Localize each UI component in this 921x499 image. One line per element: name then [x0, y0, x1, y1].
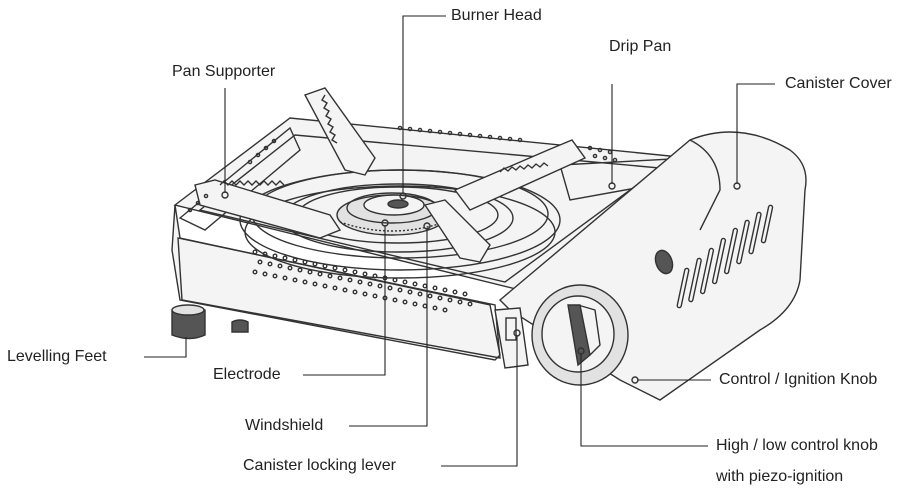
label-canister-cover: Canister Cover: [785, 75, 892, 92]
leader-dot-electrode: [381, 219, 389, 227]
label-canister-locking-lever: Canister locking lever: [243, 457, 396, 474]
stove-front-panel: [177, 237, 501, 359]
label-control-ignition-knob: Control / Ignition Knob: [719, 371, 878, 388]
label-high-low-knob-line2: with piezo-ignition: [716, 468, 844, 485]
leader-lines: [144, 15, 775, 467]
canister-cover-vents: [676, 204, 774, 309]
leader-levelling-feet: [144, 337, 187, 358]
top-vent-holes: [187, 125, 618, 213]
label-burner-head: Burner Head: [451, 7, 542, 24]
drip-pan-left-side: [178, 126, 301, 231]
label-windshield: Windshield: [245, 417, 324, 434]
leader-canister-cover: [736, 83, 775, 184]
leader-dot-pan-supporter: [221, 191, 229, 199]
canister-cover-window: [654, 249, 674, 275]
leader-dot-windshield: [423, 222, 431, 230]
leader-electrode: [303, 225, 386, 376]
leader-dot-high-low-knob: [577, 347, 585, 355]
label-levelling-feet: Levelling Feet: [7, 348, 107, 365]
leader-dot-burner-head: [399, 192, 407, 200]
pan-supporter-front: [423, 199, 491, 263]
leader-windshield: [349, 228, 428, 427]
label-electrode: Electrode: [213, 366, 281, 383]
leader-dot-canister-locking-lever: [513, 329, 521, 337]
leader-dot-control-ignition-knob: [631, 376, 639, 384]
pan-supporter-top: [303, 87, 376, 176]
label-high-low-knob-line1: High / low control knob: [716, 437, 878, 454]
pan-supporter-left: [194, 179, 342, 239]
leader-dot-canister-cover: [733, 182, 741, 190]
leader-burner-head: [402, 15, 446, 194]
label-pan-supporter: Pan Supporter: [172, 63, 276, 80]
front-vent-holes: [252, 249, 473, 313]
leader-high-low-knob: [580, 353, 708, 447]
pan-supporter-right: [453, 139, 587, 211]
label-drip-pan: Drip Pan: [609, 38, 672, 55]
leader-dot-drip-pan: [608, 182, 616, 190]
leader-canister-locking-lever: [441, 335, 518, 467]
